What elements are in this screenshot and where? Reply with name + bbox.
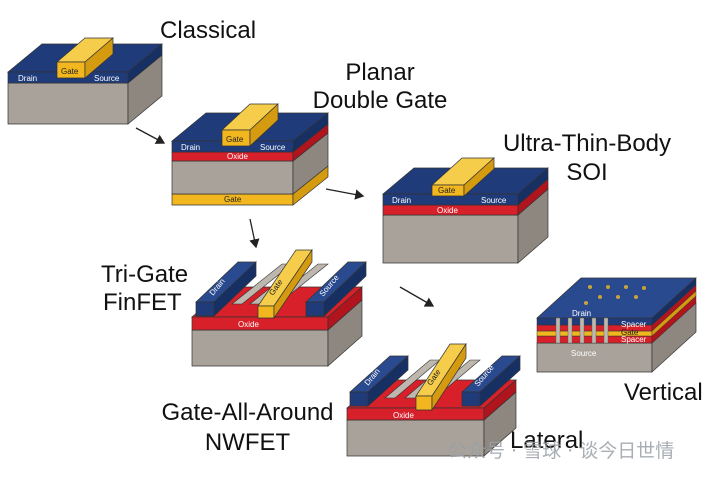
trigate-finfet-device: Drain Source Gate Oxide (191, 248, 367, 367)
trigate-oxide-label: Oxide (238, 320, 259, 329)
utb-drain-label: Drain (392, 196, 411, 205)
gaa-oxide-label: Oxide (393, 411, 414, 420)
arrow-planar-to-trigate (249, 218, 260, 249)
title-gaa-line2: NWFET (204, 429, 291, 456)
title-gaa-line1: Gate-All-Around (161, 399, 334, 426)
planar-drain-label: Drain (181, 143, 200, 152)
title-trigate-line2: FinFET (103, 289, 182, 316)
utb-soi-device: Drain Source Gate Oxide (382, 157, 549, 264)
arrow-classical-to-planar (135, 127, 166, 144)
arrow-planar-to-utb (325, 188, 365, 200)
arrow-to-gaa (399, 286, 435, 307)
planar-bottom-gate-label: Gate (224, 195, 242, 204)
title-classical: Classical (160, 17, 257, 44)
vertical-spacer-bottom-label: Spacer (621, 335, 647, 344)
planar-oxide-label: Oxide (227, 152, 248, 161)
classical-gate-label: Gate (61, 67, 79, 76)
planar-double-gate-device: Drain Source Gate Oxide Gate (171, 103, 329, 206)
planar-gate-label: Gate (226, 135, 244, 144)
title-utb-line2: SOI (566, 159, 608, 186)
vertical-source-label: Source (571, 349, 597, 358)
title-vertical: Vertical (624, 379, 703, 406)
classical-drain-label: Drain (18, 74, 37, 83)
watermark-text: 公众号 · 雪球 · 谈今日世情 (448, 440, 675, 462)
vertical-spacer-top-label: Spacer (621, 320, 647, 329)
title-planar-line1: Planar (345, 59, 415, 86)
utb-source-label: Source (481, 196, 507, 205)
vertical-gate-label: Gate (621, 328, 639, 337)
vertical-drain-label: Drain (572, 309, 591, 318)
evolution-arrows (135, 127, 435, 307)
utb-oxide-label: Oxide (437, 206, 458, 215)
gaa-lateral-device: Drain Source Gate Oxide (346, 342, 521, 457)
title-utb-line1: Ultra-Thin-Body (502, 130, 672, 157)
title-lateral: Lateral (510, 427, 584, 454)
vertical-device: Drain Spacer Gate Spacer Source (536, 277, 697, 373)
planar-source-label: Source (260, 143, 286, 152)
utb-gate-label: Gate (438, 186, 456, 195)
classical-device: Drain Source Gate (7, 37, 163, 125)
classical-source-label: Source (94, 74, 120, 83)
title-planar-line2: Double Gate (312, 87, 448, 114)
title-trigate-line1: Tri-Gate (101, 261, 189, 288)
